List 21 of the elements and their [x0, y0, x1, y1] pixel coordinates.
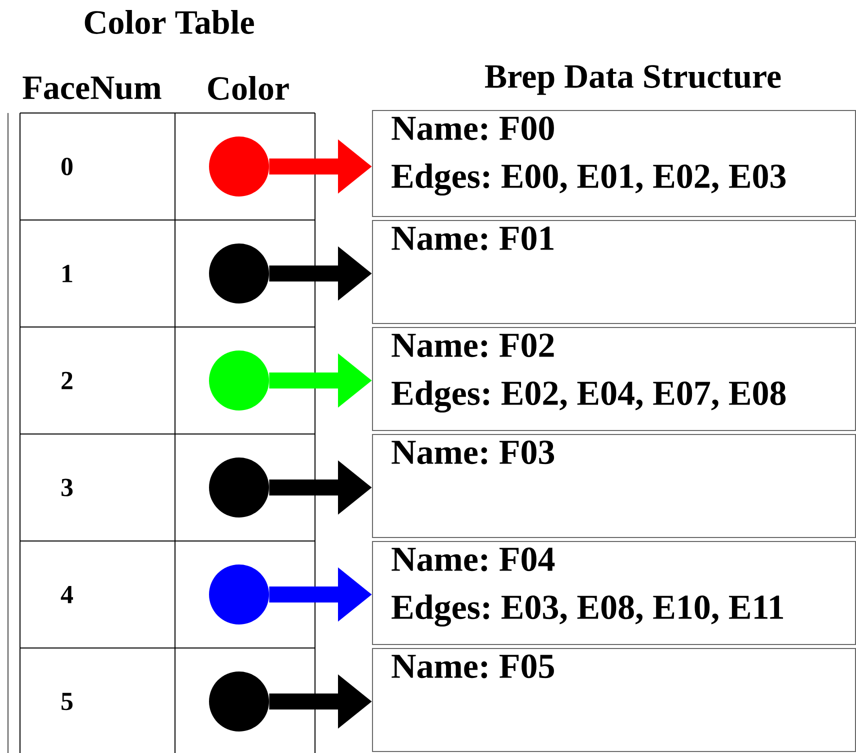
- face-number: 5: [62, 692, 73, 710]
- color-dot: [209, 564, 269, 624]
- face-number: 0: [62, 158, 73, 176]
- color-dot: [209, 244, 269, 304]
- record-box: Name: F04 Edges: E03, E08, E10, E11: [372, 541, 856, 645]
- face-number: 4: [60, 586, 74, 604]
- face-number: 1: [62, 264, 72, 282]
- record-box: Name: F00 Edges: E00, E01, E02, E03: [372, 110, 856, 217]
- column-header: Color: [208, 76, 289, 100]
- record-box: Name: F03: [372, 434, 856, 538]
- color-dot: [209, 136, 269, 196]
- column-header: FaceNum: [22, 76, 162, 100]
- record-box: Name: F02 Edges: E02, E04, E07, E08: [372, 327, 856, 431]
- color-dot: [209, 672, 269, 732]
- record-box: Name: F05: [372, 648, 856, 752]
- record-box: Name: F01: [372, 220, 856, 324]
- face-number: 2: [62, 372, 72, 390]
- table-title: Color Table: [84, 10, 254, 34]
- face-number: 3: [61, 478, 73, 496]
- color-dot: [209, 350, 269, 410]
- color-dot: [209, 458, 269, 518]
